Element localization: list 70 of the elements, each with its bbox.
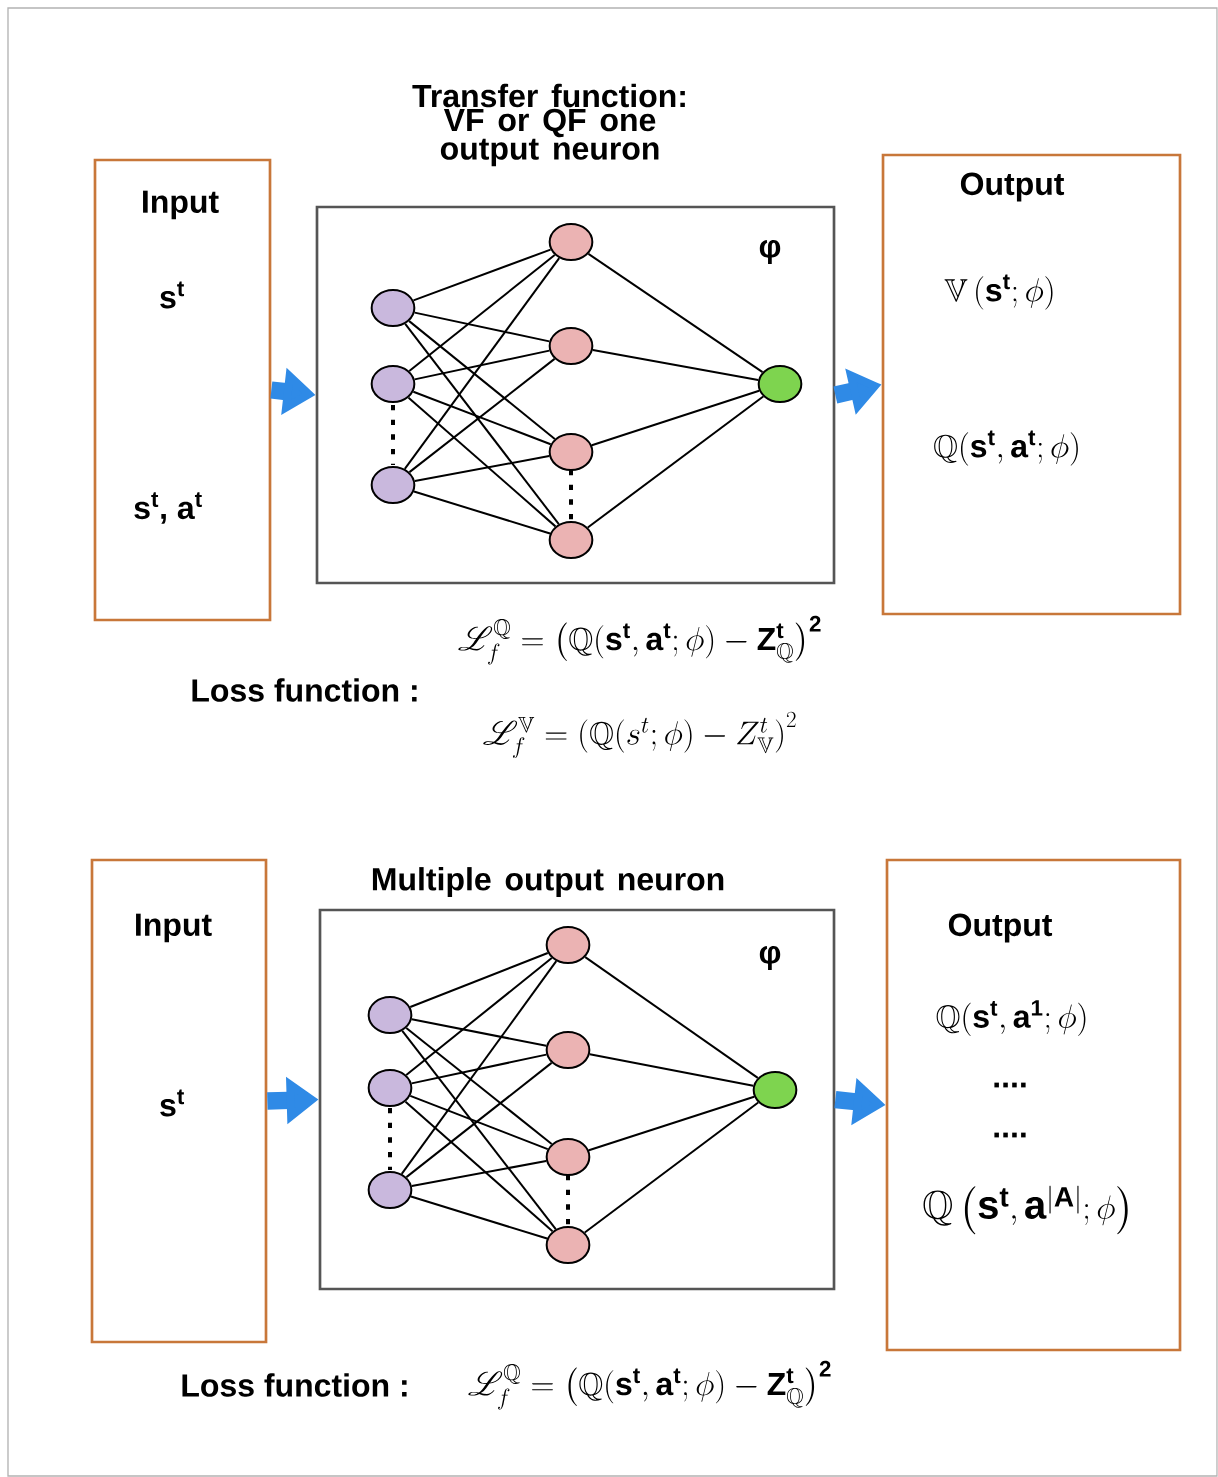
connection-line bbox=[590, 389, 761, 447]
connection-line bbox=[412, 390, 552, 446]
hidden-neuron bbox=[548, 433, 594, 471]
hidden-neuron bbox=[548, 521, 594, 559]
connection-line bbox=[404, 322, 560, 526]
formula: $\mathbb{Q}(\mathbf{s}^{\mathbf{t}},\mathbf{a}^{\mathbf{t}};\phi)$ bbox=[934, 430, 1078, 466]
box-heading: Input bbox=[136, 913, 212, 943]
input-symbol: s$^{t}$, a$^{t}$ bbox=[134, 492, 202, 524]
output-neuron bbox=[757, 365, 803, 403]
connection-line bbox=[410, 1053, 548, 1085]
connection-line bbox=[587, 252, 764, 374]
box-heading: Output bbox=[948, 913, 1053, 943]
connection-line bbox=[587, 1095, 756, 1152]
connection-line bbox=[413, 311, 551, 343]
box-heading: Output bbox=[960, 172, 1065, 202]
loss-label: Loss function : bbox=[192, 678, 417, 702]
connection-line bbox=[405, 1061, 553, 1179]
connection-line bbox=[408, 254, 556, 372]
connection-line bbox=[400, 960, 558, 1175]
input-neuron bbox=[367, 1171, 413, 1209]
connection-line bbox=[586, 395, 765, 529]
ellipsis: .... bbox=[994, 1082, 1026, 1088]
connection-line bbox=[405, 957, 553, 1076]
connection-line bbox=[591, 349, 760, 382]
connection-line bbox=[401, 1029, 557, 1231]
hidden-neuron bbox=[545, 1031, 591, 1069]
connection-line bbox=[408, 357, 556, 474]
loss-formula: $\mathscr{L}_f^{\mathbb{V}}=\left(\mathbb{Q}(s^t;\phi)-Z_{\mathbb{V}}^t\right)^2$ bbox=[483, 711, 796, 759]
connection-line bbox=[588, 1053, 755, 1087]
input-neuron bbox=[370, 289, 416, 327]
connection-line bbox=[403, 257, 561, 470]
loss-label: Loss function : bbox=[182, 1373, 407, 1397]
loss-formula: $\mathscr{L}_f^{\mathbb{Q}}=\left(\mathbb{Q}(\mathbf{s}^{\mathbf{t}},\mathbf{a}^{\mathbf{t}};\phi)-\mathbf{Z}_{\mathbb{Q}}^{\mathbf{t}}\right)^{\mathbf{2}}$ bbox=[458, 615, 821, 665]
connection-line bbox=[408, 320, 556, 440]
formula: $\mathbb{Q}(\mathbf{s}^{\mathbf{t}},\mathbf{a}^{\mathbf{1}};\phi)$ bbox=[936, 1000, 1086, 1036]
parameter-symbol: φ bbox=[759, 240, 781, 264]
connection-line bbox=[413, 455, 551, 482]
connection-line bbox=[413, 349, 551, 381]
connection-line bbox=[412, 248, 552, 302]
connection-line bbox=[404, 1100, 554, 1233]
hidden-neuron bbox=[548, 223, 594, 261]
hidden-neuron bbox=[548, 327, 594, 365]
hidden-neuron bbox=[545, 1226, 591, 1264]
formula: $\mathbb{Q}\left(\mathbf{s}^{\mathbf{t}},\mathbf{a}^{|\mathbf{A}|};\phi\right)$ bbox=[923, 1185, 1128, 1235]
loss-formula: $\mathscr{L}_f^{\mathbb{Q}}=\left(\mathbb{Q}(\mathbf{s}^{\mathbf{t}},\mathbf{a}^{\mathbf{t}};\phi)-\mathbf{Z}_{\mathbb{Q}}^{\mathbf{t}}\right)^{\mathbf{2}}$ bbox=[468, 1360, 831, 1410]
formula: $\mathbb{V}\left(\mathbf{s}^{\mathbf{t}};\phi\right)$ bbox=[944, 274, 1053, 310]
connection-line bbox=[583, 1101, 760, 1234]
input-neuron bbox=[370, 365, 416, 403]
connection-line bbox=[409, 952, 549, 1009]
input-neuron bbox=[370, 466, 416, 504]
input-symbol: s$^{t}$ bbox=[160, 281, 185, 309]
network-title: Transfer function: VF or QF one output neuron bbox=[412, 83, 685, 167]
hidden-neuron bbox=[545, 926, 591, 964]
connection-line bbox=[410, 1160, 548, 1187]
ellipsis: .... bbox=[994, 1132, 1026, 1138]
connection-line bbox=[407, 396, 557, 528]
input-neuron bbox=[367, 996, 413, 1034]
output-neuron bbox=[752, 1071, 798, 1109]
hidden-neuron bbox=[545, 1138, 591, 1176]
connection-line bbox=[409, 1094, 549, 1151]
connection-line bbox=[413, 490, 551, 535]
network-title: Multiple output neuron bbox=[372, 867, 724, 897]
connection-line bbox=[584, 956, 759, 1079]
input-neuron bbox=[367, 1069, 413, 1107]
input-symbol: s$^{t}$ bbox=[160, 1089, 185, 1117]
connection-line bbox=[405, 1027, 553, 1145]
box-heading: Input bbox=[143, 190, 219, 220]
connection-line bbox=[410, 1195, 548, 1240]
connection-line bbox=[410, 1018, 548, 1047]
parameter-symbol: φ bbox=[759, 946, 781, 970]
